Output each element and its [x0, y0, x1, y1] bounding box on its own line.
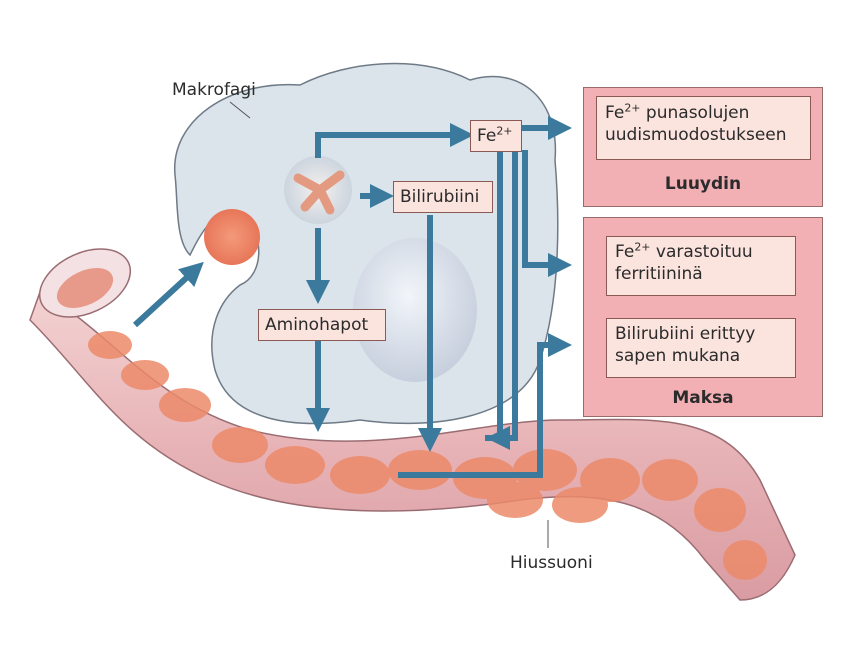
marrow-text-base: Fe	[605, 103, 624, 123]
liver-title: Maksa	[584, 388, 822, 408]
marrow-panel: Fe2+ punasolujen uudismuodostukseen Luuy…	[583, 87, 823, 207]
macrophage-label: Makrofagi	[172, 80, 256, 100]
bile-box: Bilirubiini erittyy sapen mukana	[606, 318, 796, 378]
fe-box-base: Fe	[477, 126, 496, 146]
ferritin-rest: varastoituu	[651, 242, 753, 262]
liver-panel: Fe2+ varastoituu ferritiininä Bilirubiin…	[583, 217, 823, 417]
marrow-text-line2: uudismuodostukseen	[605, 125, 787, 145]
bile-line1: Bilirubiini erittyy	[615, 324, 755, 344]
fe-box-sup: 2+	[496, 124, 512, 137]
capillary-label: Hiussuoni	[510, 553, 593, 573]
marrow-title: Luuydin	[584, 174, 822, 194]
marrow-text-rest: punasolujen	[641, 103, 750, 123]
fe-box: Fe2+	[470, 120, 522, 152]
bile-line2: sapen mukana	[615, 346, 740, 366]
ferritin-base: Fe	[615, 242, 634, 262]
ferritin-sup: 2+	[634, 240, 650, 253]
free-rbc	[204, 209, 260, 265]
bilirubin-box: Bilirubiini	[393, 181, 493, 213]
marrow-text-box: Fe2+ punasolujen uudismuodostukseen	[596, 96, 811, 160]
marrow-text-sup: 2+	[624, 101, 640, 114]
ferritin-box: Fe2+ varastoituu ferritiininä	[606, 236, 796, 296]
ferritin-line2: ferritiininä	[615, 264, 703, 284]
amino-acids-box: Aminohapot	[258, 309, 386, 341]
